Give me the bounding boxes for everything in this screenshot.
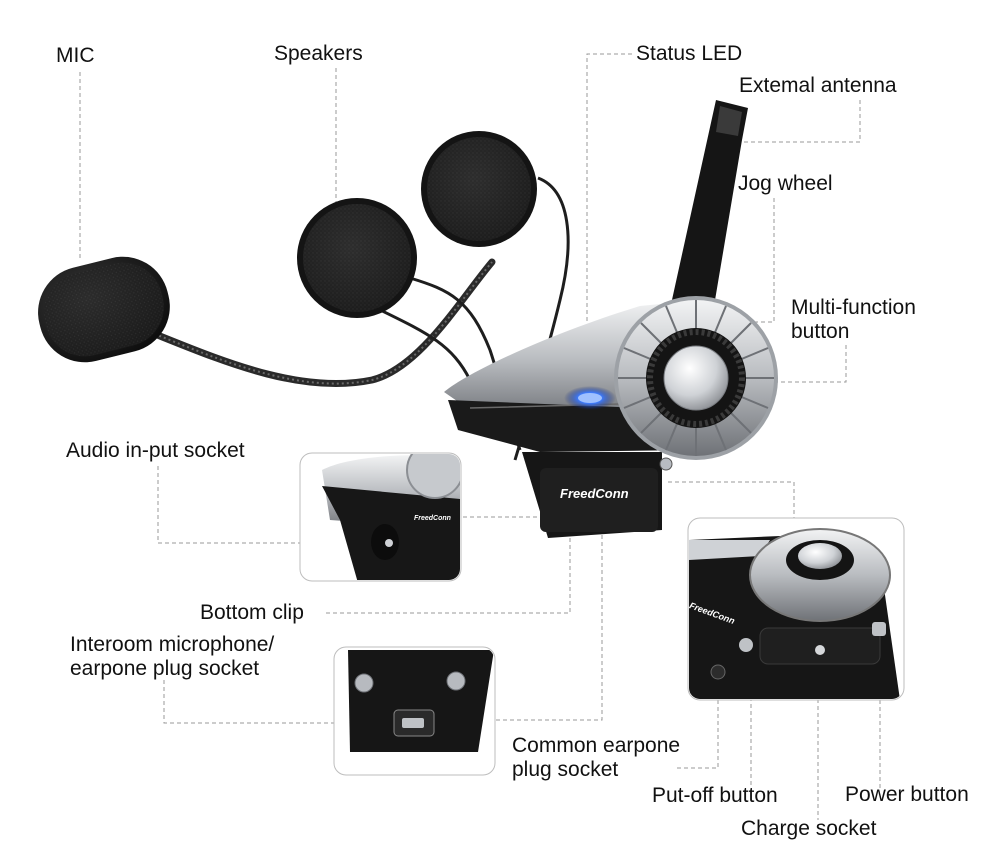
label-common-earpone-line1: Common earpone [512, 734, 681, 757]
leader-common [496, 520, 603, 721]
label-common-earpone-line2: plug socket [512, 758, 619, 781]
label-power-button: Power button [845, 783, 969, 806]
label-bottom-clip: Bottom clip [200, 601, 304, 624]
label-external-antenna: Extemal antenna [739, 74, 897, 97]
label-charge-socket: Charge socket [741, 817, 877, 840]
antenna [668, 100, 748, 318]
leader-antenna [736, 100, 861, 143]
leader-put-off [676, 672, 719, 769]
brand-logo-main: FreedConn [560, 486, 629, 501]
inset-audio-socket: FreedConn [299, 452, 462, 582]
label-intercom-line1: Interoom microphone/ [70, 633, 275, 656]
label-audio-input: Audio in-put socket [66, 439, 245, 462]
leader-status-led [586, 53, 632, 390]
leader-jog [740, 198, 775, 323]
speaker-right [421, 131, 537, 247]
mic-foam [38, 256, 170, 363]
inset-intercom-socket [333, 646, 496, 776]
label-put-off-button: Put-off button [652, 784, 778, 807]
microphone [38, 256, 496, 388]
label-speakers: Speakers [274, 42, 363, 65]
leader-lines [79, 53, 881, 820]
brand-logo-small-left: FreedConn [414, 515, 451, 522]
leader-intercom [163, 680, 404, 724]
label-status-led: Status LED [636, 42, 743, 65]
leader-right-inset [668, 481, 795, 518]
label-multi-function-line2: button [791, 320, 850, 343]
speaker-left [297, 198, 417, 318]
inset-buttons: FreedConn [687, 517, 905, 701]
multi-function-button [663, 345, 729, 411]
label-jog-wheel: Jog wheel [738, 172, 833, 195]
label-mic: MIC [56, 44, 95, 67]
status-led [564, 386, 616, 410]
label-multi-function-line1: Multi-function [791, 296, 916, 319]
label-intercom-line2: earpone plug socket [70, 657, 260, 680]
leader-multifunction [714, 345, 847, 383]
